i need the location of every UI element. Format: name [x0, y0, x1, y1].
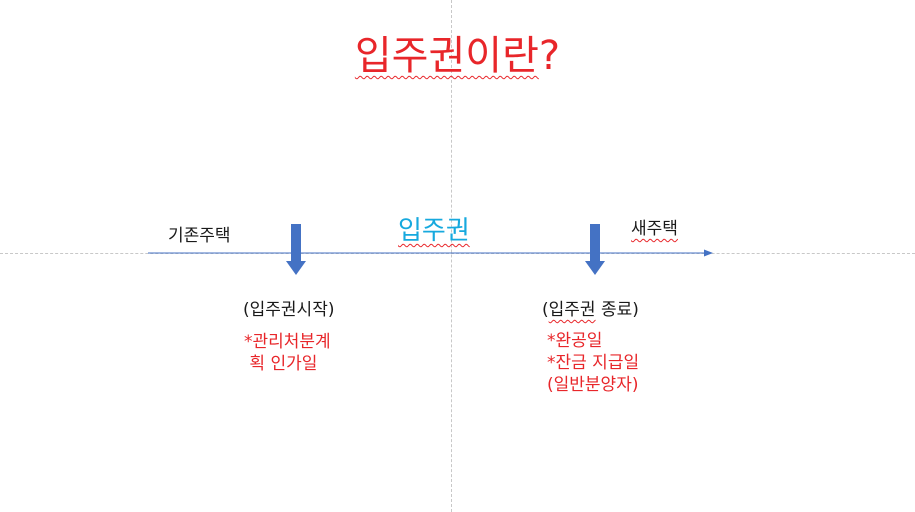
label-right-start: (입주권시작) — [243, 300, 335, 320]
label-new-house: 새주택 — [631, 219, 678, 239]
end-notes: *완공일*잔금 지급일(일반분양자) — [547, 330, 639, 396]
page-title: 입주권이란? — [0, 30, 915, 82]
title-question-mark: ? — [538, 33, 561, 79]
start-note-line: 획 인가일 — [244, 354, 318, 374]
vertical-guide-line — [451, 0, 452, 512]
start-down-arrow — [286, 224, 306, 275]
label-existing-house: 기존주택 — [168, 226, 231, 246]
start-note-line: *관리처분계 — [244, 332, 331, 352]
end-note-line: *잔금 지급일 — [547, 353, 640, 373]
label-right-end: (입주권 종료) — [542, 300, 639, 320]
timeline-arrowhead — [704, 249, 713, 257]
end-note-line: *완공일 — [547, 331, 603, 351]
title-text: 입주권이란 — [354, 33, 539, 79]
end-down-arrow — [585, 224, 605, 275]
label-occupancy-right: 입주권 — [398, 216, 470, 246]
end-note-line: (일반분양자) — [547, 375, 639, 395]
start-notes: *관리처분계 획 인가일 — [244, 331, 331, 375]
